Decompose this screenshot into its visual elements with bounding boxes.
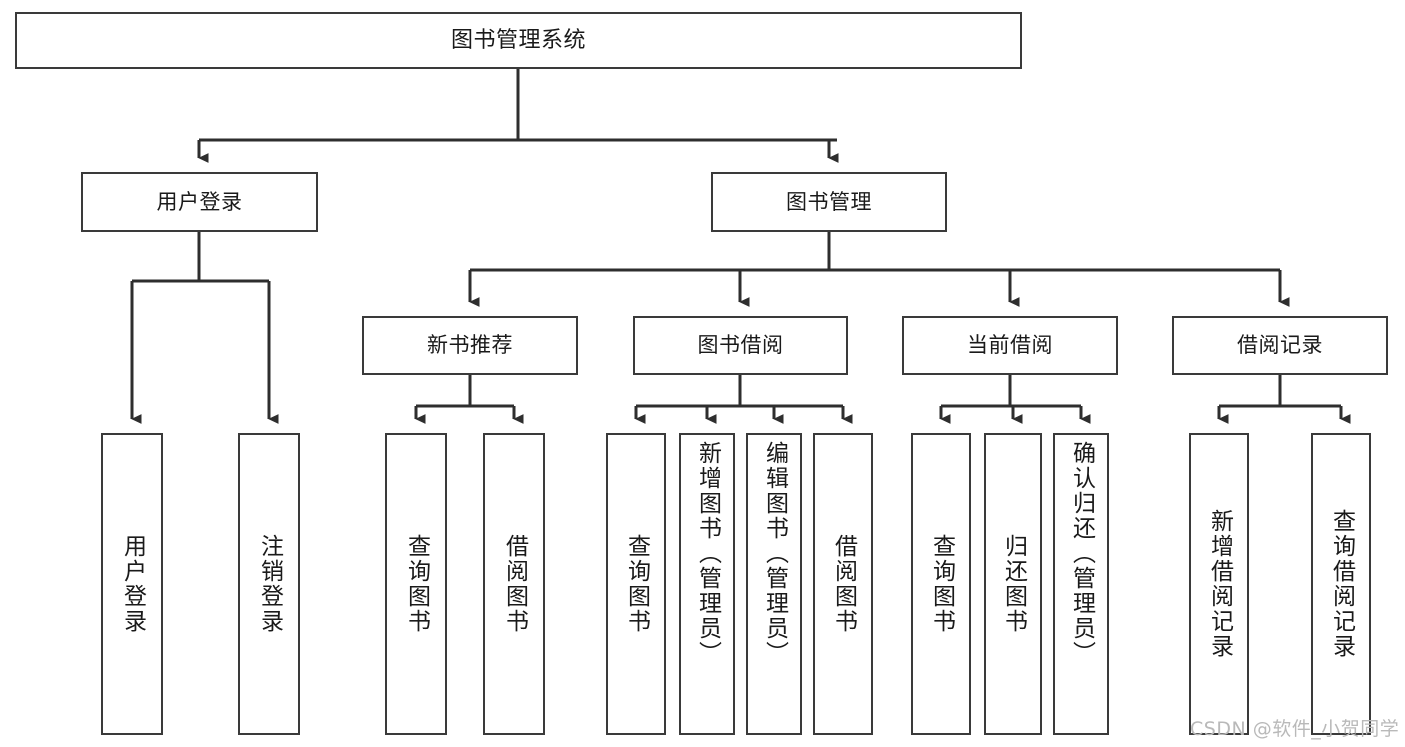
node-label: 查询图书 <box>623 534 650 634</box>
node-label: 查询图书 <box>403 534 430 634</box>
leaf-logout-login[interactable]: 注销登录 <box>238 433 300 735</box>
node-label: 注销登录 <box>256 534 283 634</box>
node-label: 图书管理系统 <box>450 27 586 53</box>
node-label: 新书推荐 <box>427 333 513 358</box>
node-label: 新增图书（管理员） <box>694 441 721 666</box>
watermark-text: CSDN @软件_小贺同学 <box>1190 718 1400 740</box>
node-book-borrow[interactable]: 图书借阅 <box>633 316 848 375</box>
node-current-borrow[interactable]: 当前借阅 <box>902 316 1118 375</box>
node-label: 查询借阅记录 <box>1328 509 1355 659</box>
node-label: 用户登录 <box>156 189 243 214</box>
node-label: 用户登录 <box>119 534 146 634</box>
leaf-user-login[interactable]: 用户登录 <box>101 433 163 735</box>
leaf-borrow-book-1[interactable]: 借阅图书 <box>483 433 545 735</box>
leaf-edit-book-admin[interactable]: 编辑图书（管理员） <box>746 433 802 735</box>
leaf-query-book-2[interactable]: 查询图书 <box>606 433 666 735</box>
node-label: 图书管理 <box>786 189 872 214</box>
leaf-add-borrow-record[interactable]: 新增借阅记录 <box>1189 433 1249 735</box>
leaf-add-book-admin[interactable]: 新增图书（管理员） <box>679 433 735 735</box>
node-user-login[interactable]: 用户登录 <box>81 172 318 232</box>
node-label: 借阅图书 <box>501 534 528 634</box>
leaf-query-book-3[interactable]: 查询图书 <box>911 433 971 735</box>
node-borrow-record[interactable]: 借阅记录 <box>1172 316 1388 375</box>
leaf-query-borrow-record[interactable]: 查询借阅记录 <box>1311 433 1371 735</box>
node-label: 借阅记录 <box>1237 333 1323 358</box>
node-new-book-recommend[interactable]: 新书推荐 <box>362 316 578 375</box>
leaf-borrow-book-2[interactable]: 借阅图书 <box>813 433 873 735</box>
node-label: 当前借阅 <box>967 333 1053 358</box>
node-book-manage[interactable]: 图书管理 <box>711 172 947 232</box>
leaf-query-book-1[interactable]: 查询图书 <box>385 433 447 735</box>
node-label: 图书借阅 <box>697 333 784 358</box>
node-root-system[interactable]: 图书管理系统 <box>15 12 1022 69</box>
leaf-return-book[interactable]: 归还图书 <box>984 433 1042 735</box>
node-label: 新增借阅记录 <box>1206 509 1233 659</box>
leaf-confirm-return-admin[interactable]: 确认归还（管理员） <box>1053 433 1109 735</box>
node-label: 查询图书 <box>928 534 955 634</box>
node-label: 编辑图书（管理员） <box>761 441 788 666</box>
node-label: 借阅图书 <box>830 534 857 634</box>
node-label: 确认归还（管理员） <box>1068 441 1095 666</box>
node-label: 归还图书 <box>1000 534 1027 634</box>
